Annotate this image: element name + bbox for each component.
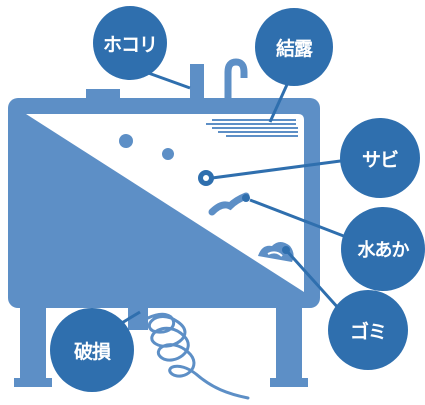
debris-label: ゴミ — [328, 290, 408, 370]
dust-dot — [162, 148, 174, 160]
dust-label: ホコリ — [93, 6, 167, 80]
damaged-hose — [146, 312, 250, 400]
tank-leg-left — [20, 300, 46, 386]
dust-dot — [119, 134, 133, 148]
rust-label: サビ — [340, 118, 420, 198]
tank-leg-right — [276, 300, 302, 386]
damage-label: 破損 — [50, 308, 134, 392]
tank-foot-left — [14, 378, 52, 387]
tank-vent-pipe — [190, 64, 204, 104]
condensation-streaks — [206, 119, 298, 137]
scale-callout-dot — [242, 194, 250, 202]
rust-spot-center — [203, 175, 209, 181]
debris-callout-dot — [282, 246, 290, 254]
condensation-label: 結露 — [255, 8, 333, 86]
scale-label: 水あか — [341, 207, 425, 291]
tank-interior-cutaway — [26, 114, 304, 292]
scale-mark — [208, 192, 250, 216]
tank-foot-right — [270, 378, 308, 387]
tank-hook-pipe — [224, 58, 248, 102]
debris-curl — [267, 251, 283, 257]
